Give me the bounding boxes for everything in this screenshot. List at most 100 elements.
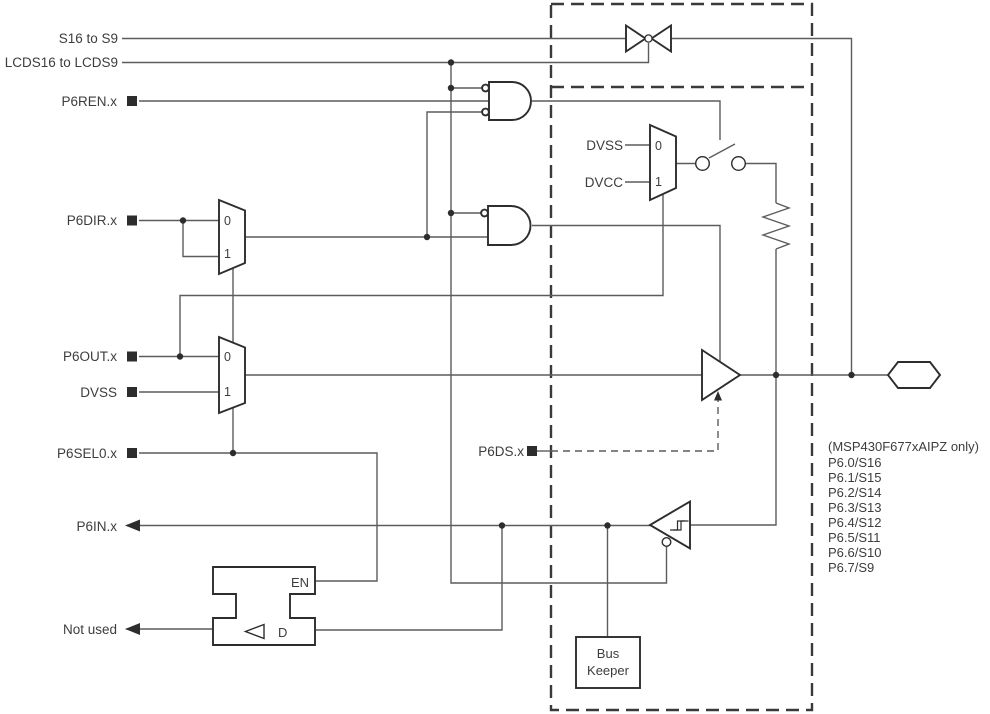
pin-7: P6.7/S9 <box>828 560 874 575</box>
input-latch: EN D <box>212 566 316 646</box>
and2-body <box>487 205 532 246</box>
label-p6ren: P6REN.x <box>61 94 117 109</box>
pull-enable-switch <box>695 155 747 171</box>
junction-and1-in <box>447 84 455 92</box>
label-p6dir: P6DIR.x <box>67 213 118 228</box>
switch-lever <box>708 143 736 159</box>
lcd-segment-switch <box>625 23 672 54</box>
label-not-used: Not used <box>63 622 117 637</box>
junction-p6in-d <box>498 522 506 529</box>
dvss-terminal-icon <box>127 387 137 397</box>
schmitt-body <box>648 499 691 551</box>
wires <box>122 37 888 637</box>
wire-lcds-branch <box>450 62 668 584</box>
junction-p6in-buskeeper <box>604 522 611 529</box>
pin-1: P6.1/S15 <box>828 470 882 485</box>
bus-keeper-box <box>575 636 641 689</box>
wire-s16-to-pad <box>671 37 853 375</box>
dir-mux: 0 1 <box>218 198 246 276</box>
latch-d-label: D <box>278 625 287 640</box>
p6ds-path <box>537 391 722 452</box>
dir-and-gate <box>480 205 532 246</box>
wire-dirmux-to-and1 <box>426 111 482 237</box>
pull-mux: 0 1 <box>649 123 677 202</box>
latch-body <box>212 566 316 646</box>
bowtie-right-triangle <box>649 23 672 54</box>
dashed-boundaries <box>549 2 814 712</box>
switch-contact-left <box>695 155 711 171</box>
junction-resistor-pad <box>772 371 780 379</box>
p6ds-arrow-up-icon <box>714 391 722 401</box>
pull-mux-body <box>649 123 677 202</box>
terminals <box>125 96 537 635</box>
wire-p6dir-branch <box>182 220 219 258</box>
output-driver-buffer <box>701 348 742 402</box>
and1-body <box>488 81 532 121</box>
p6sel0-terminal-icon <box>127 448 137 458</box>
pin-note-title: (MSP430F677xAIPZ only) <box>828 439 979 454</box>
and1-input-bubble-top <box>481 83 490 93</box>
label-p6in: P6IN.x <box>76 519 117 534</box>
pull-mux-0-label: 0 <box>655 139 662 153</box>
label-pull-dvss: DVSS <box>586 138 623 153</box>
hysteresis-icon-2 <box>673 520 689 531</box>
junction-p6out <box>176 353 184 360</box>
dir-mux-body <box>218 198 246 276</box>
pad-hexagon <box>886 361 942 389</box>
pull-mux-1-label: 1 <box>655 175 662 189</box>
pin-3: P6.3/S13 <box>828 500 882 515</box>
bus-keeper: Bus Keeper <box>575 636 641 689</box>
wire-p6ds-dashed <box>551 400 719 452</box>
wire-latch-d-input <box>315 525 503 631</box>
junction-and2-in <box>447 209 455 217</box>
junction-dirmux-out <box>423 233 431 241</box>
p6in-arrow-icon <box>125 519 140 532</box>
wire-pad-to-schmitt <box>690 375 777 526</box>
latch-direction-triangle-icon <box>243 623 265 640</box>
wire-and2-to-driver-enable <box>532 224 721 361</box>
junction-dots <box>176 59 855 529</box>
out-mux-body <box>218 335 246 415</box>
ren-and-gate <box>481 81 532 121</box>
label-dvss: DVSS <box>80 385 117 400</box>
bus-keeper-line1: Bus <box>597 646 620 661</box>
pin-note: (MSP430F677xAIPZ only) P6.0/S16 P6.1/S15… <box>828 439 979 575</box>
wire-switch-to-resistor <box>745 162 777 203</box>
switch-contact-right <box>731 155 747 171</box>
wire-p6out-to-pullmux-select <box>179 194 664 357</box>
out-mux: 0 1 <box>218 335 246 415</box>
and1-input-bubble-bottom <box>481 107 490 117</box>
label-pull-dvcc: DVCC <box>585 175 624 190</box>
wire-and1-to-switch <box>532 100 721 140</box>
bus-keeper-line2: Keeper <box>587 663 630 678</box>
junction-p6dir <box>179 217 187 224</box>
pin-0: P6.0/S16 <box>828 455 882 470</box>
pin-6: P6.6/S10 <box>828 545 882 560</box>
input-schmitt-buffer <box>648 499 691 551</box>
and2-input-bubble <box>480 208 489 218</box>
signal-labels: S16 to S9 LCDS16 to LCDS9 P6REN.x P6DIR.… <box>5 31 624 637</box>
junction-p6sel0 <box>229 449 237 457</box>
dir-mux-0-label: 0 <box>224 214 231 228</box>
out-mux-1-label: 1 <box>224 385 231 399</box>
p6out-terminal-icon <box>127 351 137 362</box>
not-used-arrow-icon <box>125 623 140 635</box>
label-p6ds: P6DS.x <box>478 444 524 459</box>
latch-en-label: EN <box>291 575 309 590</box>
p6ren-terminal-icon <box>127 96 137 106</box>
p6ds-terminal-icon <box>527 446 537 456</box>
out-mux-0-label: 0 <box>224 350 231 364</box>
pin-5: P6.5/S11 <box>828 530 881 545</box>
lcd-module-boundary <box>549 2 814 712</box>
label-p6out: P6OUT.x <box>63 349 117 364</box>
pin-2: P6.2/S14 <box>828 485 882 500</box>
bowtie-enable-bubble <box>644 34 653 43</box>
junction-s16-pad <box>848 371 855 379</box>
p6dir-terminal-icon <box>127 215 137 226</box>
label-p6sel0: P6SEL0.x <box>57 446 117 461</box>
dir-mux-1-label: 1 <box>224 247 231 261</box>
pull-resistor <box>760 202 792 250</box>
junction-lcds <box>447 59 455 66</box>
